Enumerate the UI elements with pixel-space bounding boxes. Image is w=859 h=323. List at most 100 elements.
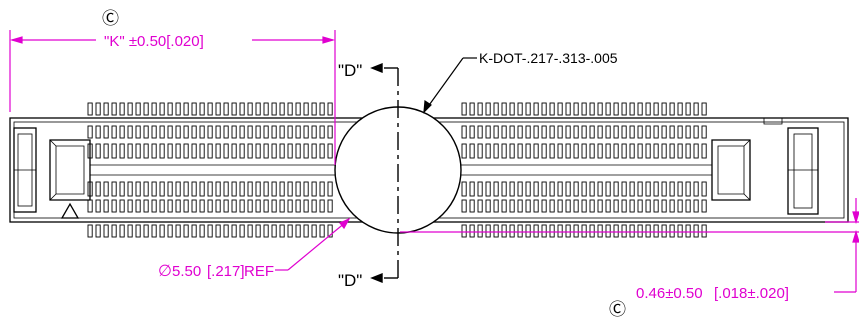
pin-contact [701, 125, 707, 139]
pin-contact [255, 199, 261, 213]
pin-contact [255, 125, 261, 139]
pin-contact [95, 102, 101, 116]
pin-contact [485, 181, 491, 197]
pin-contact [167, 199, 173, 213]
pin-contact [605, 199, 611, 213]
pin-contact [311, 224, 317, 238]
pin-contact [111, 181, 117, 197]
pin-contact [637, 102, 643, 116]
pin-contact [87, 224, 93, 238]
pin-contact [621, 125, 627, 139]
pin-contact [135, 224, 141, 238]
pin-contact [557, 224, 563, 238]
pin-contact [621, 181, 627, 197]
pin-contact [493, 199, 499, 213]
pin-contact [143, 199, 149, 213]
pin-contact [541, 199, 547, 213]
pin-contact [661, 102, 667, 116]
pin-contact [613, 102, 619, 116]
pin-contact [271, 143, 277, 159]
pin-contact [199, 181, 205, 197]
pin-contact [207, 143, 213, 159]
pin-contact [613, 199, 619, 213]
circle-diameter-leader [275, 217, 351, 271]
right-end-slot [793, 133, 813, 209]
pin-contact [215, 224, 221, 238]
pin-contact [557, 181, 563, 197]
detail-callout-leader [423, 57, 477, 114]
pin-contact [501, 125, 507, 139]
pin-contact [199, 143, 205, 159]
pin-contact [87, 143, 93, 159]
pin-contact [135, 143, 141, 159]
pin-contact [159, 143, 165, 159]
pin-contact [685, 102, 691, 116]
circle-diameter-ref: REF [244, 263, 274, 280]
pin-contact [303, 102, 309, 116]
pin-contact [573, 181, 579, 197]
pin-contact [167, 102, 173, 116]
pin-contact [215, 181, 221, 197]
pin-contact [231, 199, 237, 213]
pin-contact [287, 125, 293, 139]
pin-contact [661, 143, 667, 159]
pin-contact [271, 102, 277, 116]
pin-contact [549, 224, 555, 238]
section-label-top: "D" [338, 61, 362, 80]
pin-contact [231, 125, 237, 139]
pin-contact [263, 224, 269, 238]
pin-contact [541, 224, 547, 238]
pin-contact [621, 102, 627, 116]
pin-contact [493, 125, 499, 139]
pin-contact [119, 224, 125, 238]
pin-contact [469, 102, 475, 116]
pin-contact [199, 199, 205, 213]
pin-contact [175, 181, 181, 197]
pin-contact [589, 143, 595, 159]
pin-contact [295, 199, 301, 213]
pin-contact [191, 199, 197, 213]
pin-contact [693, 181, 699, 197]
pin-contact [629, 199, 635, 213]
pin-contact [501, 199, 507, 213]
pin-contact [469, 199, 475, 213]
pin-contact [111, 199, 117, 213]
pin-contact [255, 224, 261, 238]
pin-contact [279, 102, 285, 116]
pin-contact [247, 199, 253, 213]
offset-dimension [400, 198, 859, 293]
pin-contact [271, 199, 277, 213]
pin-contact [637, 125, 643, 139]
offset-metric: 0.46±0.50 [636, 285, 703, 302]
pin-contact [629, 181, 635, 197]
pin-contact [597, 224, 603, 238]
pin-contact [295, 102, 301, 116]
pin-contact [461, 143, 467, 159]
pin-contact [127, 224, 133, 238]
pin-contact [303, 199, 309, 213]
pin-contact [319, 181, 325, 197]
pin-contact [701, 143, 707, 159]
pin-contact [477, 125, 483, 139]
pin-contact [103, 143, 109, 159]
pin-contact [653, 224, 659, 238]
pin-contact [199, 224, 205, 238]
pin-contact [461, 181, 467, 197]
pin-contact [653, 181, 659, 197]
pin-contact [295, 224, 301, 238]
pin-contact [167, 224, 173, 238]
pin-contact [199, 125, 205, 139]
pin-contact [493, 181, 499, 197]
pin-contact [247, 125, 253, 139]
pin-contact [151, 199, 157, 213]
pin-contact [143, 181, 149, 197]
pin-contact [469, 143, 475, 159]
pin-group-right [461, 102, 707, 238]
pin-contact [493, 143, 499, 159]
pin-contact [517, 102, 523, 116]
pin-contact [485, 224, 491, 238]
pin-contact [295, 181, 301, 197]
pin-contact [557, 143, 563, 159]
pin-contact [533, 102, 539, 116]
pin-contact [461, 102, 467, 116]
